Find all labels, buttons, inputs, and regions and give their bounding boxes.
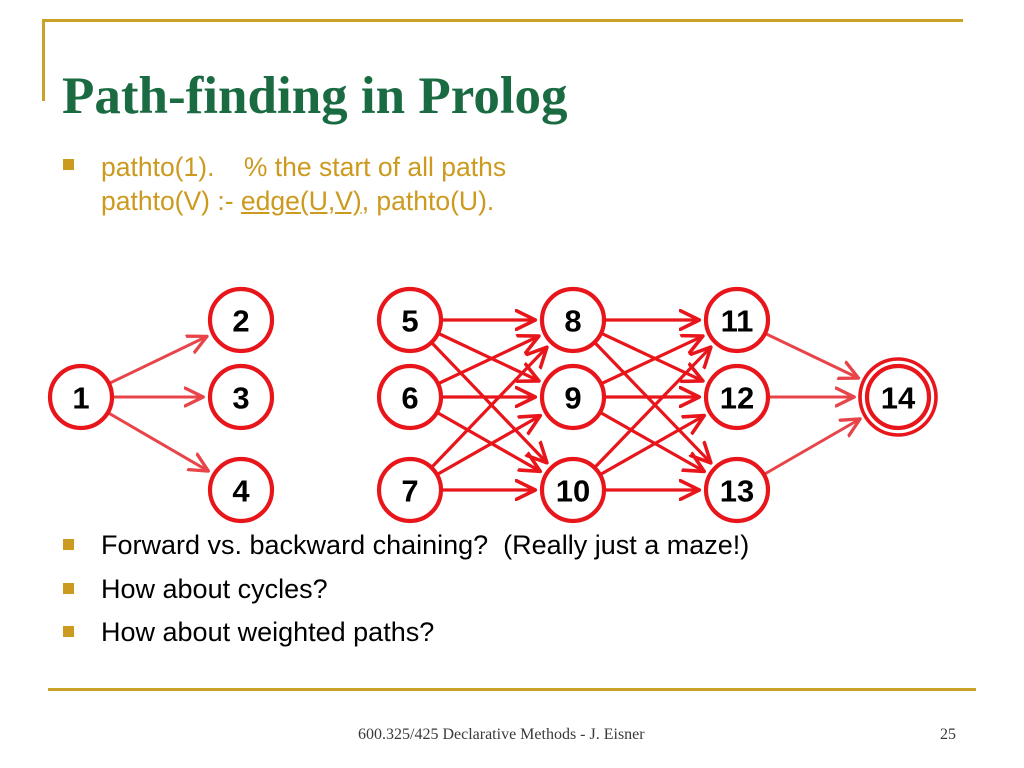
graph-node-circle xyxy=(207,363,275,431)
graph-edge-10-to-12 xyxy=(599,416,702,476)
graph-node-1[interactable]: 1 xyxy=(47,363,115,431)
graph-edge-13-to-14 xyxy=(763,420,858,476)
graph-edge-8-to-13 xyxy=(593,341,710,461)
graph-node-13[interactable]: 13 xyxy=(703,456,771,524)
graph-edge-9-to-11 xyxy=(600,337,701,385)
graph-node-circle xyxy=(539,456,607,524)
graph-edge-11-to-14 xyxy=(764,332,857,377)
graph-node-label: 1 xyxy=(72,381,89,416)
graph-node-label: 4 xyxy=(232,474,250,509)
bullet-prolog-code: pathto(1). % the start of all paths patht… xyxy=(63,150,506,218)
graph-node-label: 8 xyxy=(564,304,581,339)
prolog-code-line-1: pathto(1). % the start of all paths xyxy=(101,152,507,182)
graph-edge-7-to-8 xyxy=(430,349,545,469)
graph-node-label: 14 xyxy=(881,381,916,416)
graph-node-14[interactable]: 14 xyxy=(858,357,938,437)
graph-node-circle xyxy=(207,286,275,354)
bullet-square-icon xyxy=(63,626,74,637)
footer-page-number: 25 xyxy=(940,726,956,743)
graph-node-7[interactable]: 7 xyxy=(376,456,444,524)
title-rule-top xyxy=(42,19,963,22)
graph-node-label: 12 xyxy=(720,381,754,416)
graph-node-label: 9 xyxy=(564,381,581,416)
footer-rule xyxy=(48,688,976,691)
graph-node-circle xyxy=(864,363,932,431)
bullet-square-icon xyxy=(63,159,74,170)
prolog-code-line-2-suffix: , pathto(U). xyxy=(361,186,495,216)
bullet-question-weighted-paths: How about weighted paths? xyxy=(63,617,434,647)
graph-edge-1-to-4 xyxy=(107,411,207,470)
graph-edge-6-to-10 xyxy=(436,411,538,470)
graph-node-8[interactable]: 8 xyxy=(539,286,607,354)
footer-course-text: 600.325/425 Declarative Methods - J. Eis… xyxy=(358,726,645,743)
graph-node-label: 2 xyxy=(232,304,249,339)
graph-node-9[interactable]: 9 xyxy=(539,363,607,431)
prolog-code-text: pathto(1). % the start of all paths patht… xyxy=(101,150,506,218)
bullet-square-icon xyxy=(63,539,74,550)
question-cycles-text: How about cycles? xyxy=(101,574,328,604)
graph-node-circle xyxy=(376,363,444,431)
question-weighted-paths-text: How about weighted paths? xyxy=(101,617,435,647)
graph-node-circle xyxy=(376,456,444,524)
graph-node-11[interactable]: 11 xyxy=(703,286,771,354)
graph-node-10[interactable]: 10 xyxy=(539,456,607,524)
graph-edge-1-to-2 xyxy=(108,337,205,385)
graph-node-label: 11 xyxy=(721,304,754,339)
graph-node-label: 6 xyxy=(401,381,418,416)
graph-node-circle xyxy=(376,286,444,354)
graph-node-circle xyxy=(703,456,771,524)
graph-node-circle xyxy=(703,286,771,354)
page-title: Path-finding in Prolog xyxy=(62,66,568,125)
graph-node-label: 7 xyxy=(401,474,418,509)
graph-node-label: 5 xyxy=(401,304,418,339)
prolog-code-line-2-prefix: pathto(V) :- xyxy=(101,186,241,216)
question-chaining-text: Forward vs. backward chaining? (Really j… xyxy=(101,530,750,560)
bullet-question-chaining: Forward vs. backward chaining? (Really j… xyxy=(63,530,749,560)
graph-node-5[interactable]: 5 xyxy=(376,286,444,354)
graph-node-circle xyxy=(703,363,771,431)
graph-edge-5-to-10 xyxy=(430,341,545,461)
graph-edge-6-to-8 xyxy=(437,337,537,385)
bullet-question-cycles: How about cycles? xyxy=(63,574,328,604)
bullet-square-icon xyxy=(63,583,74,594)
graph-node-3[interactable]: 3 xyxy=(207,363,275,431)
graph-node-circle xyxy=(539,286,607,354)
prolog-code-edge-predicate: edge(U,V) xyxy=(240,186,362,216)
graph-node-circle xyxy=(47,363,115,431)
graph-node-12[interactable]: 12 xyxy=(703,363,771,431)
graph-node-4[interactable]: 4 xyxy=(207,456,275,524)
graph-node-label: 10 xyxy=(556,474,590,509)
graph-node-goal-ring xyxy=(858,357,938,437)
graph-edge-10-to-11 xyxy=(593,348,710,469)
graph-node-circle xyxy=(207,456,275,524)
graph-edge-9-to-13 xyxy=(599,411,702,470)
graph-edge-7-to-9 xyxy=(436,417,538,476)
title-rule-left xyxy=(42,19,45,101)
graph-node-2[interactable]: 2 xyxy=(207,286,275,354)
graph-node-label: 13 xyxy=(720,474,754,509)
graph-node-label: 3 xyxy=(232,381,249,416)
graph-node-6[interactable]: 6 xyxy=(376,363,444,431)
graph-edges-layer xyxy=(107,320,859,490)
graph-node-circle xyxy=(539,363,607,431)
